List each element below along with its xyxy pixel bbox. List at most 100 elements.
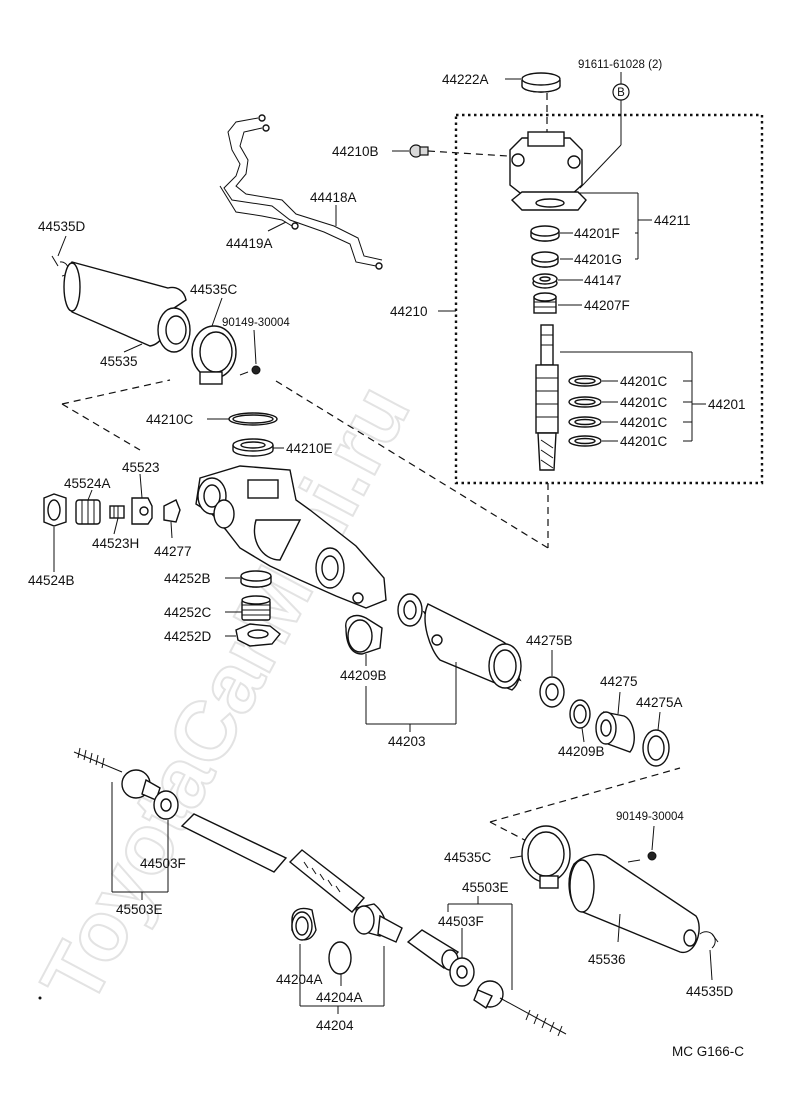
label-44207F: 44207F xyxy=(584,298,630,313)
label-44204A-2: 44204A xyxy=(316,990,363,1005)
label-44211: 44211 xyxy=(654,213,691,228)
part-90149-clip-bottom[interactable] xyxy=(627,851,657,863)
label-44210: 44210 xyxy=(390,304,428,319)
label-44201C-1: 44201C xyxy=(620,374,668,389)
part-44535C-band-top[interactable] xyxy=(191,325,237,385)
part-rack-end-sleeve[interactable] xyxy=(406,929,460,971)
label-44201C-3: 44201C xyxy=(620,415,668,430)
part-45536-boot[interactable] xyxy=(568,853,700,953)
label-44201C-2: 44201C xyxy=(620,395,668,410)
part-44535C-band-bottom[interactable] xyxy=(521,825,571,889)
part-44204A-bushing[interactable] xyxy=(291,907,317,941)
label-45535: 45535 xyxy=(100,354,138,369)
label-44204A-1: 44204A xyxy=(276,972,323,987)
callout-badge-b: B xyxy=(612,83,630,101)
part-44207F-bearing[interactable] xyxy=(533,292,557,314)
label-44503F-right: 44503F xyxy=(438,914,484,929)
label-44252D: 44252D xyxy=(164,629,212,644)
part-44535D-clip-bottom[interactable] xyxy=(699,931,719,949)
dashed-box-44210 xyxy=(454,113,764,485)
part-pinion-shaft[interactable] xyxy=(535,324,559,471)
stray-dot xyxy=(38,996,42,1000)
part-44222A-cap[interactable] xyxy=(521,72,561,93)
part-44503F-boot-right[interactable] xyxy=(449,957,475,987)
label-90149-bottom: 90149-30004 xyxy=(616,811,684,823)
part-44147-ring[interactable] xyxy=(532,273,558,289)
part-44203-cylinder[interactable] xyxy=(397,593,522,691)
part-44209B-bushing-1[interactable] xyxy=(345,614,383,655)
label-44209B-1: 44209B xyxy=(340,668,387,683)
part-44201C-ring-2[interactable] xyxy=(568,396,602,408)
part-44275B-seal[interactable] xyxy=(539,676,565,708)
label-91611: 91611-61028 (2) xyxy=(578,59,662,71)
part-44252C-spring[interactable] xyxy=(241,595,271,621)
label-44418A: 44418A xyxy=(310,190,357,205)
part-44204A-washer[interactable] xyxy=(328,941,352,975)
label-44252C: 44252C xyxy=(164,605,212,620)
part-44201C-ring-1[interactable] xyxy=(568,375,602,387)
label-44275: 44275 xyxy=(600,674,638,689)
part-rack-bar[interactable] xyxy=(180,813,403,943)
part-44201C-ring-4[interactable] xyxy=(568,435,602,447)
part-44210C-oring[interactable] xyxy=(228,412,278,426)
svg-text:B: B xyxy=(617,87,625,99)
part-45503E-tierod-right[interactable] xyxy=(473,980,567,1037)
label-45523: 45523 xyxy=(122,460,160,475)
label-44210E: 44210E xyxy=(286,441,333,456)
label-44201G: 44201G xyxy=(574,252,622,267)
label-44277: 44277 xyxy=(154,544,192,559)
label-44204: 44204 xyxy=(316,1018,354,1033)
part-44277-plug[interactable] xyxy=(163,499,181,523)
part-labels: 44222A 91611-61028 (2) 44210B 44418A 444… xyxy=(28,59,746,1059)
label-44201: 44201 xyxy=(708,397,746,412)
part-44201G-seal[interactable] xyxy=(531,251,559,268)
part-valve-housing[interactable] xyxy=(509,131,587,211)
label-44210B: 44210B xyxy=(332,144,379,159)
part-44210E-seal[interactable] xyxy=(232,438,274,457)
part-45524A-spring[interactable] xyxy=(75,499,101,525)
part-44524B-nut[interactable] xyxy=(43,493,67,527)
label-44419A: 44419A xyxy=(226,236,273,251)
label-44535C-top: 44535C xyxy=(190,282,238,297)
label-44203: 44203 xyxy=(388,734,426,749)
part-gear-housing[interactable] xyxy=(195,465,387,609)
part-44209B-bushing-2[interactable] xyxy=(569,699,591,729)
label-44222A: 44222A xyxy=(442,72,489,87)
label-90149-top: 90149-30004 xyxy=(222,317,290,329)
label-44147: 44147 xyxy=(584,273,622,288)
part-44523H-spring[interactable] xyxy=(109,505,125,519)
part-90149-clip-top[interactable] xyxy=(239,365,261,376)
diagram-code: MC G166-C xyxy=(672,1044,744,1059)
label-44209B-2: 44209B xyxy=(558,744,605,759)
label-44524B: 44524B xyxy=(28,573,75,588)
part-45535-boot[interactable] xyxy=(63,261,191,353)
part-44503F-boot-left[interactable] xyxy=(153,790,179,820)
part-44201C-ring-3[interactable] xyxy=(568,416,602,428)
label-44523H: 44523H xyxy=(92,536,139,551)
label-45503E-right: 45503E xyxy=(462,880,509,895)
label-44535C-bottom: 44535C xyxy=(444,850,492,865)
label-44210C: 44210C xyxy=(146,412,194,427)
label-44275A: 44275A xyxy=(636,695,683,710)
label-45503E-left: 45503E xyxy=(116,902,163,917)
part-44210B-plug[interactable] xyxy=(409,144,429,158)
part-44275-stopper[interactable] xyxy=(595,711,635,753)
part-44252B-nut[interactable] xyxy=(240,570,272,588)
label-44535D-bottom: 44535D xyxy=(686,984,734,999)
label-44275B: 44275B xyxy=(526,633,573,648)
label-44201F: 44201F xyxy=(574,226,620,241)
label-44201C-4: 44201C xyxy=(620,434,668,449)
label-44535D-top: 44535D xyxy=(38,219,86,234)
label-45536: 45536 xyxy=(588,952,626,967)
part-44418A-44419A-tubes[interactable] xyxy=(219,114,383,270)
part-44275A-snapring[interactable] xyxy=(642,729,670,767)
part-45523-yoke[interactable] xyxy=(131,497,153,525)
part-44201F-seal[interactable] xyxy=(530,225,560,242)
label-44503F-left: 44503F xyxy=(140,856,186,871)
label-44252B: 44252B xyxy=(164,571,211,586)
label-45524A: 45524A xyxy=(64,476,111,491)
part-45503E-tierod-left[interactable] xyxy=(73,747,161,801)
part-44252D-locknut[interactable] xyxy=(235,623,281,647)
